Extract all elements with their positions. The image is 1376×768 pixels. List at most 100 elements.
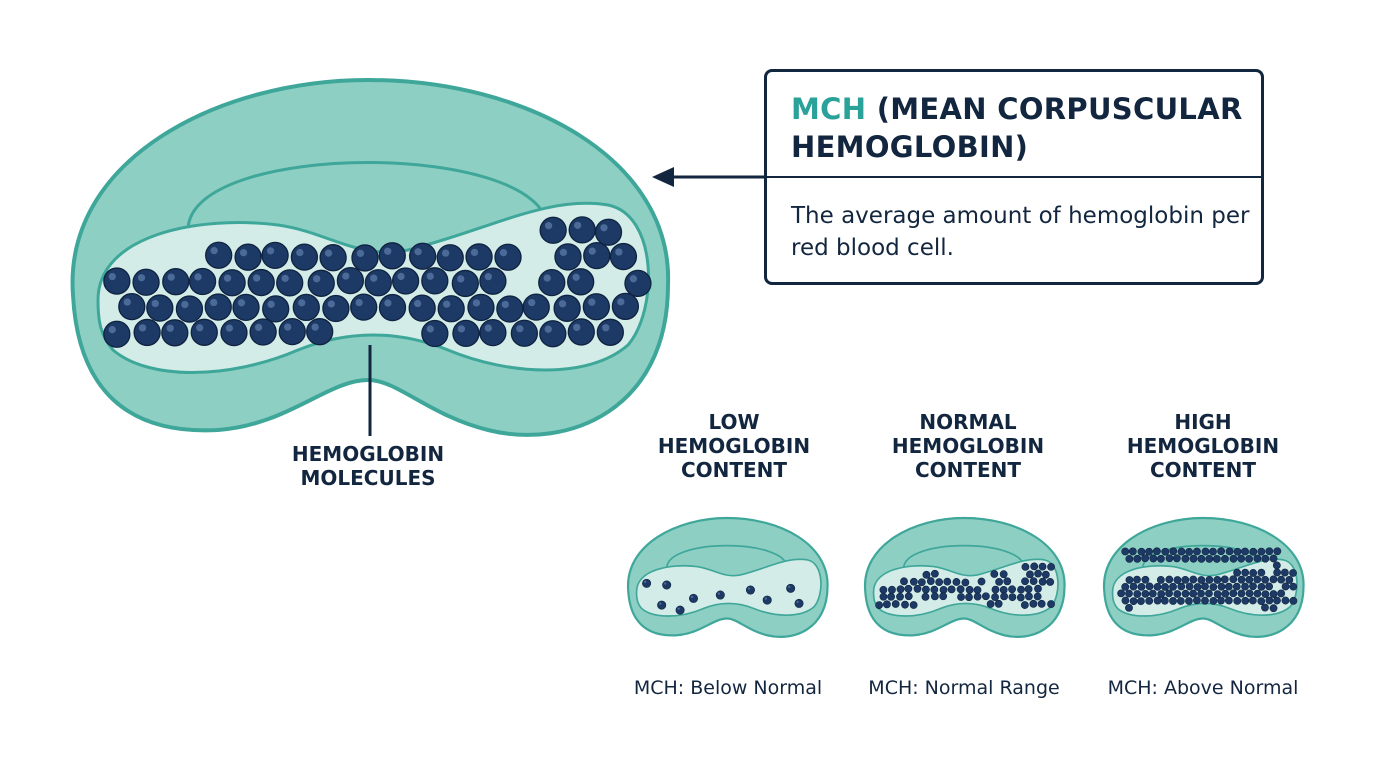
molecule-highlight [311,323,319,331]
hemoglobin-molecule [1038,562,1047,571]
molecule-highlight [617,298,625,306]
hemoglobin-molecule [1141,554,1150,563]
hemoglobin-molecule [1153,596,1162,605]
hemoglobin-molecule [1125,576,1134,584]
hemoglobin-molecule [1224,596,1233,605]
hemoglobin-molecule [973,592,982,601]
molecule-highlight [588,247,596,255]
hemoglobin-molecule [1173,576,1182,584]
molecule-highlight [544,325,552,333]
hemoglobin-molecule [922,585,930,594]
hemoglobin-molecule [1229,554,1238,563]
hemoglobin-molecule [1277,589,1286,598]
hemoglobin-molecule [957,593,965,601]
hemoglobin-molecule [1201,582,1209,591]
hemoglobin-molecule [421,267,449,295]
hemoglobin-molecule [1257,597,1266,606]
hemoglobin-molecule [1257,582,1266,591]
hemoglobin-molecule [930,592,939,601]
hemoglobin-molecule [715,590,725,600]
hemoglobin-molecule [378,293,407,322]
molecule-highlight [588,298,596,306]
hemoglobin-molecule [539,216,567,244]
hemoglobin-molecule [786,583,796,593]
hemoglobin-molecule [1217,596,1225,605]
hemoglobin-molecule [1257,547,1266,556]
hemoglobin-molecule [307,269,335,297]
hemoglobin-molecule [1185,547,1194,556]
hemoglobin-molecule [961,578,970,587]
hemoglobin-molecule [973,586,982,594]
hemoglobin-molecule [494,243,522,271]
hemoglobin-molecule [887,592,896,601]
hemoglobin-molecule [904,584,913,593]
hemoglobin-molecule [1189,589,1198,598]
hemoglobin-molecule [1129,582,1138,591]
hemoglobin-molecule [1016,593,1025,602]
molecule-highlight [764,597,767,600]
molecule-highlight [484,324,492,332]
molecule-highlight [194,273,202,281]
hemoglobin-molecule [1008,593,1017,602]
hemoglobin-molecule [133,318,161,347]
hemoglobin-molecule [1169,547,1178,556]
hemoglobin-molecule [1149,554,1158,563]
hemoglobin-molecule [232,293,260,321]
hemoglobin-molecule [896,592,904,601]
molecule-highlight [543,274,551,282]
hemoglobin-molecule [1265,582,1274,591]
molecule-highlight [615,248,623,256]
hemoglobin-molecule [624,269,652,298]
hemoglobin-molecule [995,577,1004,586]
molecule-highlight [664,582,667,585]
hemoglobin-molecule [1160,596,1169,605]
hemoglobin-molecule [913,584,922,593]
hemoglobin-molecule [1201,596,1209,605]
molecule-highlight [659,602,662,605]
info-divider [767,176,1261,178]
hemoglobin-molecule [1000,592,1009,601]
hemoglobin-molecule [378,242,406,270]
hemoglobin-molecule [1221,589,1230,598]
hemoglobin-molecule [926,577,935,585]
molecule-highlight [298,299,306,307]
hemoglobin-molecule [1289,582,1298,591]
hemoglobin-molecule [1197,576,1206,584]
hemoglobin-molecule [939,585,948,594]
hemoglobin-molecule [132,268,160,296]
hemoglobin-molecule [883,600,891,609]
hemoglobin-molecule [1128,547,1137,556]
hemoglobin-molecule [1145,547,1153,556]
molecule-highlight [210,247,218,255]
molecule-highlight [544,222,553,230]
hemoglobin-molecule [249,318,277,346]
hemoglobin-molecule [1047,600,1055,608]
hemoglobin-molecule [1237,554,1246,563]
hemoglobin-molecule [1133,575,1141,584]
molecule-highlight [558,300,567,308]
hemoglobin-molecule [1181,554,1190,563]
hemoglobin-molecule [538,268,566,297]
hemoglobin-molecule [1161,583,1169,591]
hemoglobin-molecule [322,294,350,323]
hemoglobin-molecule [1038,577,1047,586]
hemoglobin-molecule [1176,597,1185,605]
molecule-highlight [181,300,189,309]
hemoglobin-molecule [999,570,1008,579]
molecule-highlight [559,248,568,257]
normal-content-cell [864,516,1066,638]
hemoglobin-molecule [1125,554,1134,563]
hemoglobin-molecule [1156,576,1165,584]
hemoglobin-molecule [1245,554,1253,563]
hemoglobin-molecule [1193,547,1201,556]
hemoglobin-molecule [1185,597,1193,605]
hemoglobin-molecule [1197,589,1205,598]
molecule-highlight [196,324,204,332]
hemoglobin-molecule [479,318,507,347]
hemoglobin-molecule [1025,592,1033,601]
hemoglobin-molecule [896,585,905,594]
hemoglobin-molecule [1237,589,1246,598]
hemoglobin-molecule [522,293,550,321]
hemoglobin-molecule [554,243,582,271]
